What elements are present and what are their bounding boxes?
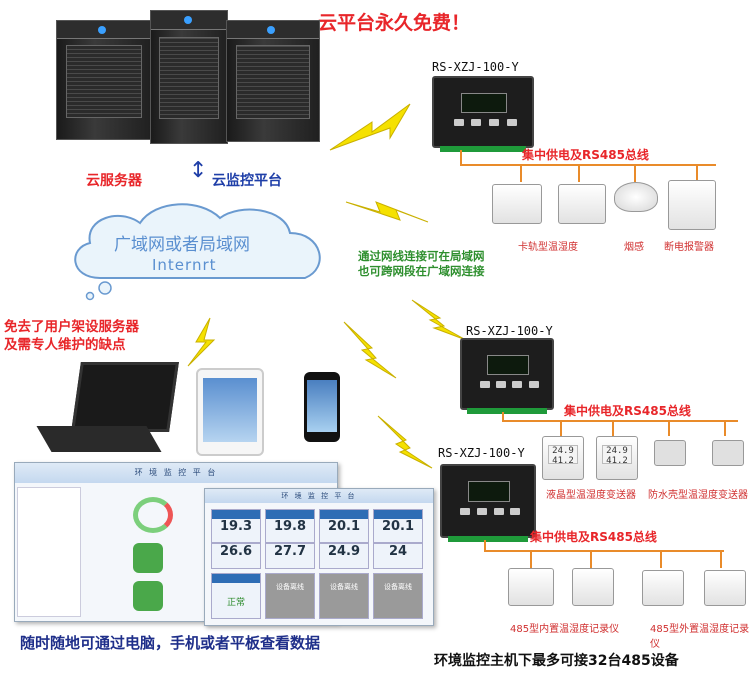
waterproof-sensor-2 <box>712 440 744 466</box>
controller-1-device <box>432 76 534 152</box>
group1-label-a: 卡轨型温湿度 <box>518 242 578 253</box>
controller-3-device <box>440 464 536 542</box>
cloud-shape <box>74 203 321 301</box>
banner-title: 云平台永久免费！ <box>318 12 471 34</box>
power-failure-alarm <box>668 180 716 230</box>
network-note: 通过网线连接可在局域网 也可跨网段在广域网连接 <box>358 249 485 279</box>
logger-2 <box>572 568 614 606</box>
din-rail-sensor-1 <box>492 184 542 224</box>
controller-2-device <box>460 338 554 414</box>
tile-value: 24.9 <box>327 544 361 559</box>
cloud-line1: 广域网或者局域网 <box>114 235 250 255</box>
controller-2-model: RS-XZJ-100-Y <box>466 324 553 338</box>
logger-1 <box>508 568 554 606</box>
din-rail-sensor-2 <box>558 184 606 224</box>
tablet-image <box>196 368 264 456</box>
updown-arrow-icon: ↕ <box>189 158 208 183</box>
app-title-back: 环 境 监 控 平 台 <box>15 463 337 483</box>
cloud-line2: Internrt <box>152 256 217 274</box>
group3-label-b: 485型外置温湿度记录仪 <box>650 624 750 650</box>
controller-3-bus: 集中供电及RS485总线 <box>530 530 657 544</box>
network-note-line1: 通过网线连接可在局域网 <box>358 249 485 263</box>
phone-image <box>304 372 340 442</box>
tile-status: 正常 <box>226 598 245 608</box>
benefit-line1: 免去了用户架设服务器 <box>4 319 139 335</box>
platform-label: 云监控平台 <box>212 173 282 189</box>
tile-status: 设备离线 <box>384 583 412 591</box>
tile-value: 19.3 <box>219 519 253 534</box>
tile-value: 24 <box>388 544 408 559</box>
app-window-front: 环 境 监 控 平 台 19.3 19.8 20.1 20.1 26.6 27.… <box>204 488 434 626</box>
group2-label-a: 液晶型温湿度变送器 <box>546 490 636 501</box>
server-label: 云服务器 <box>86 173 142 189</box>
group1-label-c: 断电报警器 <box>664 242 714 253</box>
group1-label-b: 烟感 <box>624 242 644 253</box>
tile-value: 20.1 <box>327 519 361 534</box>
smoke-detector <box>614 182 658 212</box>
lcd-sensor-2-hum: 41.2 <box>606 455 628 466</box>
tile-value: 19.8 <box>273 519 307 534</box>
lcd-sensor-1-temp: 24.9 <box>552 445 574 456</box>
bottom-left-caption: 随时随地可通过电脑，手机或者平板查看数据 <box>20 634 321 652</box>
tile-value: 26.6 <box>219 544 253 559</box>
tile-status: 设备离线 <box>330 583 358 591</box>
controller-3-model: RS-XZJ-100-Y <box>438 446 525 460</box>
network-note-line2: 也可跨网段在广域网连接 <box>358 264 485 278</box>
controller-1-model: RS-XZJ-100-Y <box>432 60 519 74</box>
benefit-line2: 及需专人维护的缺点 <box>4 337 126 353</box>
logger-3 <box>642 570 684 606</box>
group2-label-b: 防水壳型温湿度变送器 <box>648 490 748 501</box>
controller-2-bus: 集中供电及RS485总线 <box>564 404 691 418</box>
group3-label-a: 485型内置温湿度记录仪 <box>510 624 620 635</box>
tile-value: 27.7 <box>273 544 307 559</box>
benefit-note: 免去了用户架设服务器 及需专人维护的缺点 <box>4 318 139 354</box>
bottom-right-caption: 环境监控主机下最多可接32台485设备 <box>434 653 679 669</box>
waterproof-sensor-1 <box>654 440 686 466</box>
app-title-front: 环 境 监 控 平 台 <box>205 489 433 503</box>
tile-status: 设备离线 <box>276 583 304 591</box>
controller-1-bus: 集中供电及RS485总线 <box>522 148 649 162</box>
logger-4 <box>704 570 746 606</box>
tile-value: 20.1 <box>381 519 415 534</box>
lcd-sensor-2-temp: 24.9 <box>606 445 628 456</box>
lcd-sensor-1-hum: 41.2 <box>552 455 574 466</box>
